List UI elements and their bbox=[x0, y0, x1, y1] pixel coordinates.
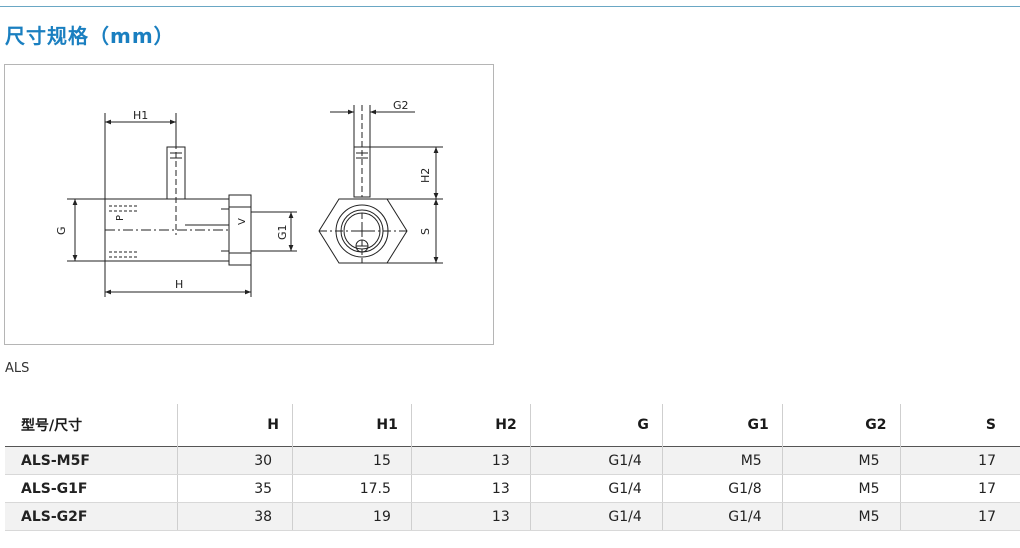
header-g2: G2 bbox=[781, 404, 901, 447]
cell-h1: 17.5 bbox=[292, 474, 412, 503]
header-h: H bbox=[177, 404, 293, 447]
cell-h1: 15 bbox=[292, 446, 412, 475]
header-h2: H2 bbox=[410, 404, 531, 447]
cell-g1: G1/8 bbox=[661, 474, 783, 503]
cell-g1: M5 bbox=[661, 446, 783, 475]
dim-h-label: H bbox=[175, 278, 183, 291]
spec-table: 型号/尺寸 H H1 H2 G G1 G2 S ALS-M5F 30 15 13… bbox=[5, 404, 1020, 531]
page-title: 尺寸规格（mm） bbox=[5, 24, 175, 48]
cell-model: ALS-M5F bbox=[5, 446, 178, 475]
table-row: ALS-G2F 38 19 13 G1/4 G1/4 M5 17 bbox=[5, 502, 1020, 531]
dim-s-label: S bbox=[419, 228, 432, 235]
table-row: ALS-G1F 35 17.5 13 G1/4 G1/8 M5 17 bbox=[5, 474, 1020, 503]
cell-g1: G1/4 bbox=[661, 502, 783, 531]
top-divider bbox=[0, 6, 1020, 7]
header-model: 型号/尺寸 bbox=[21, 418, 83, 434]
header-g: G bbox=[529, 404, 663, 447]
cell-g2: M5 bbox=[781, 446, 901, 475]
header-h1: H1 bbox=[292, 404, 412, 447]
side-view: P V H1 H G G1 bbox=[55, 109, 297, 297]
front-view: G2 H2 S bbox=[318, 99, 443, 264]
dim-g-label: G bbox=[55, 226, 68, 235]
cell-g: G1/4 bbox=[529, 474, 663, 503]
table-row: ALS-M5F 30 15 13 G1/4 M5 M5 17 bbox=[5, 446, 1020, 475]
cell-h2: 13 bbox=[410, 474, 531, 503]
cell-h: 38 bbox=[177, 502, 293, 531]
cell-h2: 13 bbox=[410, 446, 531, 475]
cell-h1: 19 bbox=[292, 502, 412, 531]
header-g1: G1 bbox=[661, 404, 783, 447]
dim-h1-label: H1 bbox=[133, 109, 148, 122]
dim-g1-label: G1 bbox=[276, 224, 289, 240]
cell-g2: M5 bbox=[781, 502, 901, 531]
port-v-label: V bbox=[237, 218, 248, 225]
header-s: S bbox=[899, 404, 1020, 447]
cell-g: G1/4 bbox=[529, 502, 663, 531]
cell-model: ALS-G1F bbox=[5, 474, 178, 503]
model-caption: ALS bbox=[5, 361, 30, 376]
cell-g2: M5 bbox=[781, 474, 901, 503]
cell-model: ALS-G2F bbox=[5, 502, 178, 531]
dim-g2-label: G2 bbox=[393, 99, 409, 112]
cell-g: G1/4 bbox=[529, 446, 663, 475]
cell-s: 17 bbox=[899, 502, 1020, 531]
technical-drawing: P V H1 H G G1 bbox=[4, 64, 494, 345]
cell-s: 17 bbox=[899, 446, 1020, 475]
dim-h2-label: H2 bbox=[419, 168, 432, 183]
cell-h2: 13 bbox=[410, 502, 531, 531]
port-p-label: P bbox=[115, 215, 126, 221]
cell-s: 17 bbox=[899, 474, 1020, 503]
cell-h: 35 bbox=[177, 474, 293, 503]
table-header-row: 型号/尺寸 H H1 H2 G G1 G2 S bbox=[5, 404, 1020, 447]
cell-h: 30 bbox=[177, 446, 293, 475]
